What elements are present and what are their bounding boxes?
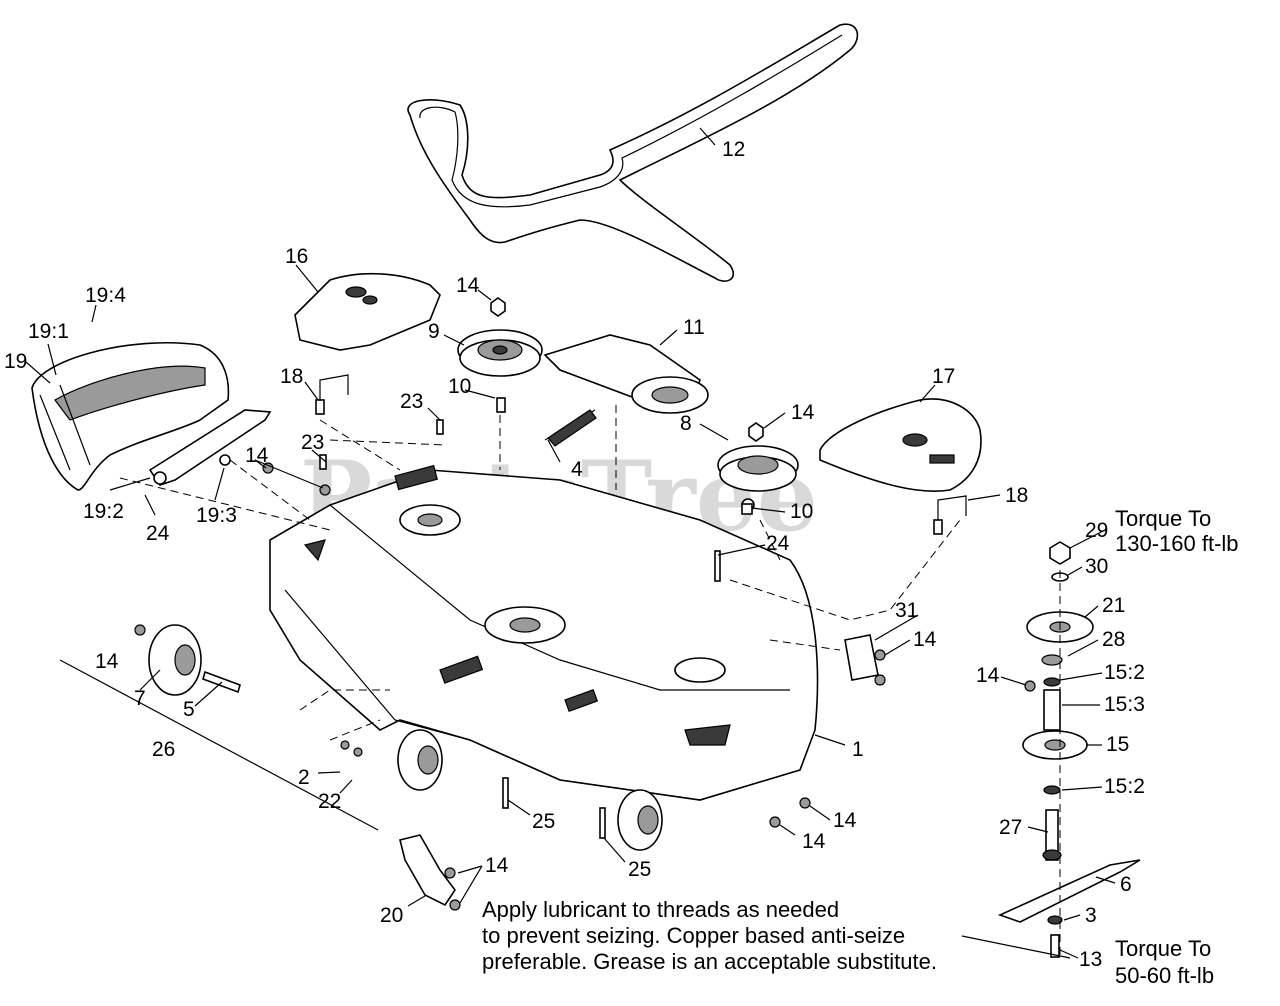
torque-bottom-line2: 50-60 ft-lb (1115, 963, 1214, 988)
callout-1: 1 (852, 738, 864, 761)
torque-top-line1: Torque To (1115, 506, 1211, 531)
callout-22: 22 (318, 790, 341, 813)
callout-19: 19 (4, 350, 27, 373)
callout-24: 24 (766, 532, 790, 555)
callout-14: 14 (802, 830, 826, 853)
callout-25: 25 (628, 858, 651, 881)
tension-spring (544, 409, 597, 447)
idler-arm-assembly (543, 334, 709, 414)
assembly-lines (119, 405, 1061, 960)
callout-2: 2 (298, 766, 310, 789)
callout-15-3: 15:3 (1104, 693, 1145, 716)
note-line3: preferable. Grease is an acceptable subs… (482, 949, 937, 974)
idler-pulley-9 (457, 329, 543, 377)
callout-14: 14 (485, 854, 509, 877)
callout-19-1: 19:1 (28, 320, 69, 343)
deck-cover-left (31, 341, 230, 491)
note-line1: Apply lubricant to threads as needed (482, 897, 839, 922)
torque-top-line2: 130-160 ft-lb (1115, 531, 1239, 556)
callout-15: 15 (1106, 733, 1129, 756)
callout-11: 11 (683, 316, 705, 339)
callout-29: 29 (1085, 519, 1108, 542)
rear-bracket (844, 634, 879, 681)
callout-25: 25 (532, 810, 555, 833)
callout-16: 16 (285, 245, 308, 268)
torque-bottom-line1: Torque To (1115, 936, 1211, 961)
callout-13: 13 (1079, 948, 1102, 971)
callout-6: 6 (1120, 873, 1132, 896)
callout-26: 26 (152, 738, 175, 761)
leader-lines (25, 127, 1116, 959)
callout-17: 17 (932, 365, 955, 388)
part-callouts: 12 16 14 11 19:4 19:1 19 9 18 10 23 17 1… (4, 138, 1145, 971)
gauge-wheel-front-left (397, 729, 443, 791)
deck-cover-center (294, 272, 441, 351)
callout-19-3: 19:3 (196, 504, 237, 527)
callout-23: 23 (301, 431, 324, 454)
callout-23: 23 (400, 390, 423, 413)
note-line2: to prevent seizing. Copper based anti-se… (482, 923, 905, 948)
callout-10: 10 (790, 500, 813, 523)
callout-14: 14 (95, 650, 119, 673)
mower-deck-housing (269, 464, 819, 801)
callout-28: 28 (1102, 628, 1125, 651)
small-hardware (134, 297, 1036, 911)
idler-pulley-8 (717, 445, 799, 512)
callout-14: 14 (913, 628, 937, 651)
callout-24: 24 (146, 522, 170, 545)
deck-cover-right (819, 398, 982, 493)
callout-3: 3 (1085, 904, 1097, 927)
callout-10: 10 (448, 375, 471, 398)
callout-14: 14 (245, 444, 269, 467)
callout-20: 20 (380, 904, 403, 927)
gauge-wheel-front-right (617, 789, 663, 851)
lubricant-note: Apply lubricant to threads as needed to … (482, 897, 937, 974)
drive-belt (407, 23, 859, 282)
callout-18: 18 (280, 365, 303, 388)
callout-9: 9 (428, 320, 440, 343)
callout-19-2: 19:2 (83, 500, 124, 523)
callout-15-2: 15:2 (1104, 775, 1145, 798)
callout-15-2: 15:2 (1104, 661, 1145, 684)
anti-scalp-wheel (148, 624, 202, 696)
stud-left (315, 374, 349, 415)
stud-right (933, 495, 967, 535)
callout-18: 18 (1005, 484, 1028, 507)
skid-bracket (399, 834, 456, 907)
callout-19-4: 19:4 (85, 284, 126, 307)
callout-14: 14 (456, 274, 480, 297)
callout-5: 5 (183, 698, 195, 721)
callout-14: 14 (833, 809, 857, 832)
callout-4: 4 (571, 458, 583, 481)
callout-7: 7 (134, 687, 146, 710)
callout-27: 27 (999, 816, 1022, 839)
spindle-assembly (997, 541, 1141, 958)
callout-14: 14 (976, 664, 1000, 687)
callout-21: 21 (1102, 594, 1125, 617)
callout-31: 31 (895, 599, 918, 622)
callout-30: 30 (1085, 555, 1108, 578)
torque-spec-top: Torque To 130-160 ft-lb (1115, 506, 1239, 556)
callout-12: 12 (722, 138, 745, 161)
torque-spec-bottom: Torque To 50-60 ft-lb (1115, 936, 1214, 988)
callout-14: 14 (791, 401, 815, 424)
callout-8: 8 (680, 412, 692, 435)
